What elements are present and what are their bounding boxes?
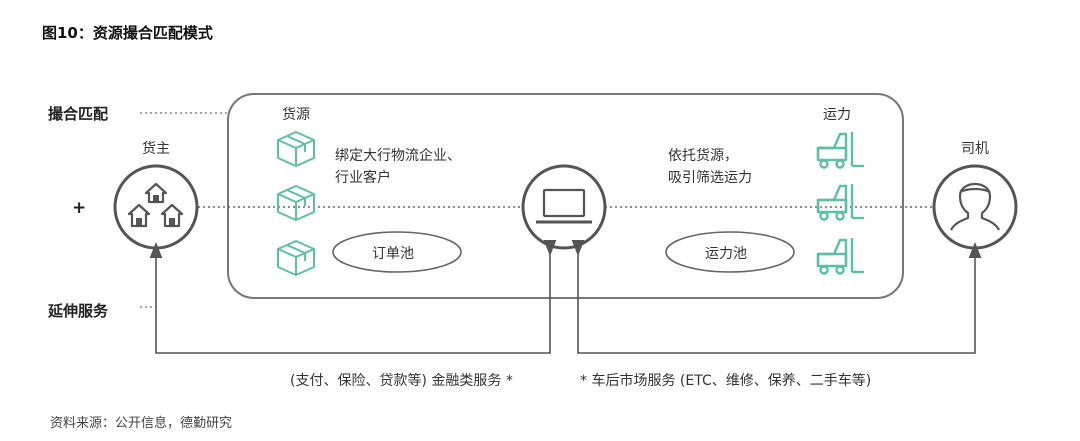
laptop-icon	[536, 188, 592, 224]
source-note: 资料来源：公开信息，德勤研究	[50, 416, 233, 431]
forklift-icon	[816, 184, 864, 221]
aftermarket-service-connector	[571, 240, 982, 354]
forklift-icon	[816, 132, 864, 169]
driver-label: 司机	[961, 141, 989, 157]
order-pool-label: 订单池	[372, 246, 414, 262]
cargo-box-icon	[277, 185, 315, 221]
shipper-node	[113, 164, 199, 250]
platform-text-line2: 吸引筛选运力	[668, 170, 752, 186]
driver-node	[932, 164, 1018, 250]
plus-sign: +	[72, 198, 87, 218]
financial-services-label: (支付、保险、贷款等) 金融类服务 *	[290, 373, 513, 389]
cargo-box-icon	[277, 131, 315, 167]
shipper-label: 货主	[142, 141, 170, 157]
capacity-pool-label: 运力池	[705, 246, 747, 262]
extended-services-label: 延伸服务	[48, 302, 109, 320]
figure-title: 图10：资源撮合匹配模式	[42, 24, 213, 42]
cargo-box-icon	[277, 240, 315, 276]
driver-person-icon	[950, 182, 1000, 231]
matching-platform-box	[227, 93, 904, 299]
platform-node	[521, 164, 607, 250]
capacity-heading: 运力	[823, 107, 851, 123]
financial-service-connector	[149, 240, 557, 354]
matching-label: 撮合匹配	[48, 105, 109, 123]
forklift-icon	[816, 238, 864, 275]
cargo-text-line1: 绑定大行物流企业、	[335, 148, 461, 164]
cargo-source-heading: 货源	[282, 107, 310, 123]
platform-text-line1: 依托货源，	[668, 148, 738, 164]
cargo-text-line2: 行业客户	[335, 170, 391, 186]
aftermarket-services-label: * 车后市场服务 (ETC、维修、保养、二手车等)	[580, 373, 872, 389]
houses-icon	[127, 182, 184, 228]
